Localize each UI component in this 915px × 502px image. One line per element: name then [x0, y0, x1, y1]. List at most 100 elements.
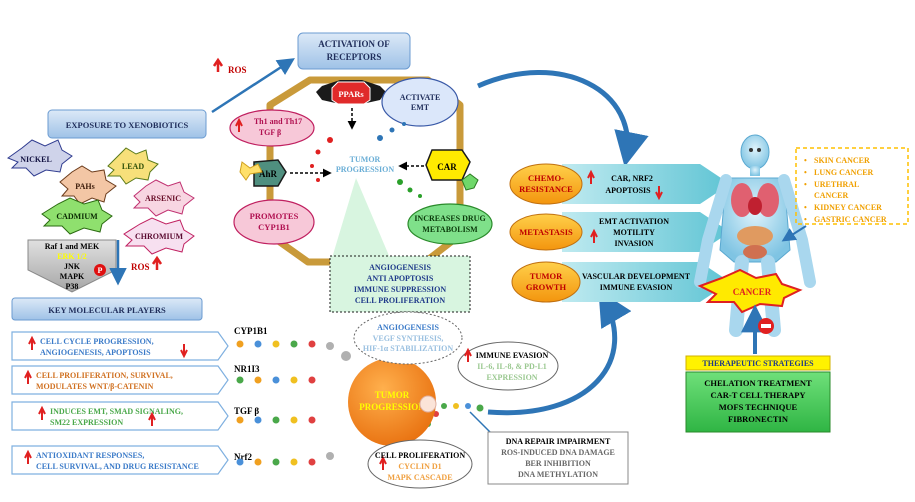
curved-arrow-top	[476, 70, 649, 167]
cyp-cloud: PROMOTES CYP1B1	[233, 199, 315, 245]
kinase-raf: Raf 1 and MEK	[45, 242, 100, 251]
kinase-mapk: MAPK	[60, 272, 85, 281]
svg-text:ANGIOGENESIS, APOPTOSIS: ANGIOGENESIS, APOPTOSIS	[40, 348, 151, 357]
dna-box	[487, 431, 629, 485]
svg-text:PROMOTES: PROMOTES	[250, 211, 299, 221]
svg-text:LUNG CANCER: LUNG CANCER	[814, 168, 874, 177]
svg-text:AhR: AhR	[259, 169, 278, 179]
svg-text:NICKEL: NICKEL	[20, 155, 52, 164]
svg-text:RESISTANCE: RESISTANCE	[519, 184, 573, 194]
up-arrow-icon	[24, 449, 32, 464]
kinase-erk: ERK 1/2	[57, 252, 87, 261]
kinase-jnk: JNK	[64, 262, 81, 271]
svg-text:ANTIOXIDANT RESPONSES,: ANTIOXIDANT RESPONSES,	[36, 451, 144, 460]
immune-evasion-bubble	[457, 341, 559, 391]
svg-text:TGF β: TGF β	[259, 128, 281, 137]
cellprolif-line2: CYCLIN D1	[398, 462, 441, 471]
callout-wedge	[332, 178, 390, 258]
svg-text:•: •	[804, 168, 807, 177]
therapy-3: MOFS TECHNIQUE	[719, 402, 798, 412]
dna-line3: BER INHIBITION	[525, 459, 591, 468]
svg-text:CHROMIUM: CHROMIUM	[135, 232, 183, 241]
activation-box	[297, 32, 411, 70]
up-arrow-icon	[590, 228, 598, 243]
down-arrow-icon	[655, 186, 663, 201]
receptor-tumor-prog-2: PROGRESSION	[336, 165, 394, 174]
receptor-dots	[310, 122, 422, 198]
up-arrow-icon	[38, 405, 46, 420]
svg-text:•: •	[804, 203, 807, 212]
human-body-illustration	[694, 134, 816, 337]
player-nrf2: ANTIOXIDANT RESPONSES, CELL SURVIVAL, AN…	[11, 445, 252, 475]
svg-text:CANCER: CANCER	[814, 191, 848, 200]
up-arrow-icon	[235, 117, 243, 132]
down-arrow-icon	[180, 344, 188, 359]
outcome-1: ANGIOGENESIS	[369, 263, 431, 272]
up-arrow-icon	[151, 255, 163, 270]
svg-text:PPARs: PPARs	[338, 89, 364, 99]
svg-text:GASTRIC CANCER: GASTRIC CANCER	[814, 215, 887, 224]
svg-text:VASCULAR DEVELOPMENT: VASCULAR DEVELOPMENT	[582, 272, 691, 281]
angio-line3: HIF-1α STABILIZATION	[363, 344, 453, 353]
up-arrow-icon	[28, 335, 36, 350]
tumor-center-2: PROGRESSION	[359, 402, 425, 412]
svg-text:EMT: EMT	[411, 103, 430, 112]
up-arrow-icon	[379, 455, 387, 470]
ros-top-label: ROS	[228, 65, 247, 75]
svg-text:MODULATES WNT/β-CATENIN: MODULATES WNT/β-CATENIN	[36, 382, 154, 391]
xenobiotic-arsenic: ARSENIC	[132, 179, 195, 217]
tumor-cell-icon	[419, 395, 437, 413]
cellprolif-line3: MAPK CASCADE	[387, 473, 452, 482]
svg-text:KIDNEY CANCER: KIDNEY CANCER	[814, 203, 882, 212]
player-nr1i3: CELL PROLIFERATION, SURVIVAL, MODULATES …	[11, 364, 260, 395]
svg-text:CYP1B1: CYP1B1	[234, 326, 268, 336]
xenobiotic-nickel: NICKEL	[6, 139, 73, 177]
immune-line2: IL-6, IL-8, & PD-L1	[477, 362, 547, 371]
svg-text:MOTILITY: MOTILITY	[613, 228, 655, 237]
svg-text:LEAD: LEAD	[122, 162, 144, 171]
xenobiotic-cadmium: CADMIUM	[41, 197, 113, 235]
svg-text:CELL CYCLE PROGRESSION,: CELL CYCLE PROGRESSION,	[40, 337, 154, 346]
svg-text:URETHRAL: URETHRAL	[814, 180, 859, 189]
minus-icon	[761, 324, 771, 328]
svg-text:APOPTOSIS: APOPTOSIS	[605, 186, 651, 195]
player-tgfb: INDUCES EMT, SMAD SIGNALING, SM22 EXPRES…	[11, 401, 259, 431]
phosphate-label: P	[98, 266, 103, 275]
kinase-p38: P38	[66, 282, 79, 291]
up-arrow-icon	[24, 369, 32, 384]
svg-text:CANCER: CANCER	[733, 287, 772, 297]
svg-text:Th1 and Th17: Th1 and Th17	[254, 117, 302, 126]
cellprolif-line1: CELL PROLIFERATION	[375, 451, 466, 460]
drug-metabolism-cloud: INCREASES DRUG METABOLISM	[407, 203, 493, 245]
svg-text:ACTIVATE: ACTIVATE	[400, 93, 441, 102]
up-arrow-icon	[212, 57, 224, 72]
immune-line1: IMMUNE EVASION	[476, 351, 549, 360]
svg-text:INCREASES DRUG: INCREASES DRUG	[414, 214, 485, 223]
ahr-receptor: AhR	[253, 159, 287, 187]
th-cloud: Th1 and Th17 TGF β	[229, 109, 315, 147]
car-spark-icon	[461, 173, 479, 191]
activation-line1: ACTIVATION OF	[318, 39, 390, 49]
svg-text:TUMOR: TUMOR	[530, 271, 563, 281]
outcome-2: ANTI APOPTOSIS	[367, 274, 434, 283]
cancer-list-arrow	[781, 225, 807, 242]
tumor-progression-orb	[348, 358, 436, 446]
effect-tumor-growth: TUMOR GROWTH VASCULAR DEVELOPMENT IMMUNE…	[511, 261, 730, 303]
svg-text:CYP1B1: CYP1B1	[258, 222, 290, 232]
exposure-to-activation-arrow	[211, 58, 295, 114]
xenobiotic-lead: LEAD	[106, 147, 159, 185]
phosphate-icon	[94, 264, 106, 276]
exposure-box	[47, 109, 207, 139]
svg-text:METASTASIS: METASTASIS	[519, 227, 573, 237]
effect-chemoresistance: CHEMO- RESISTANCE CAR, NRF2 APOPTOSIS	[509, 163, 730, 205]
car-receptor: CAR	[425, 149, 471, 181]
dna-line4: DNA METHYLATION	[518, 470, 598, 479]
cancer-list-box	[795, 147, 909, 225]
immune-line3: EXPRESSION	[486, 373, 537, 382]
svg-text:INDUCES EMT, SMAD SIGNALING,: INDUCES EMT, SMAD SIGNALING,	[50, 407, 183, 416]
svg-text:Nrf2: Nrf2	[234, 452, 252, 462]
svg-text:TGF β: TGF β	[234, 406, 259, 416]
therapeutic-title: THERAPEUTIC STRATEGIES	[702, 359, 814, 368]
activate-emt-cloud: ACTIVATE EMT	[381, 77, 459, 127]
